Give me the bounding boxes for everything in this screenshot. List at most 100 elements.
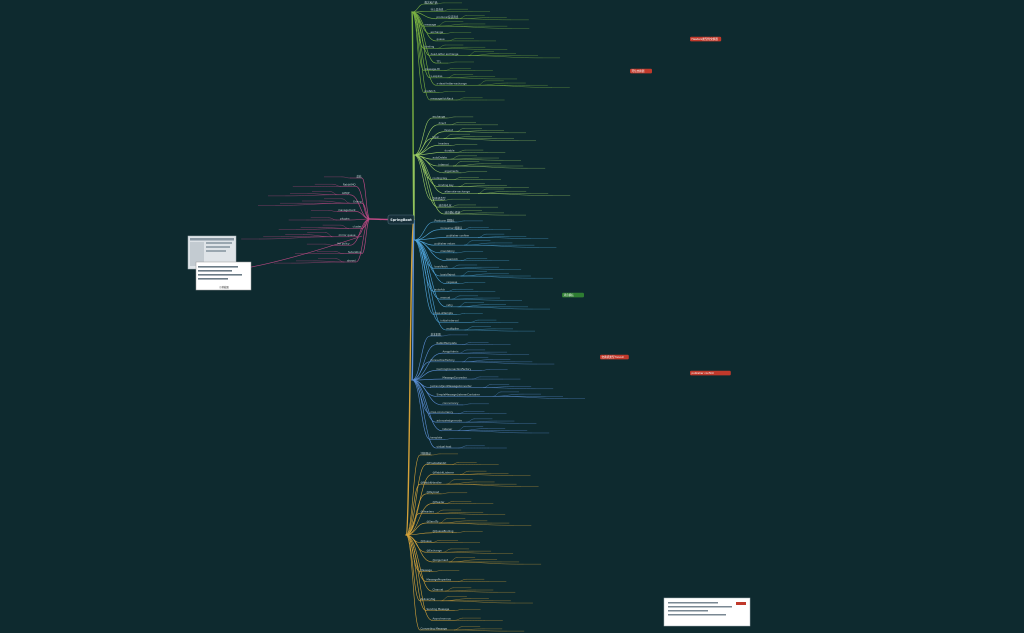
node-label[interactable]: plugins bbox=[340, 216, 350, 220]
node-label[interactable]: @RabbitHandler bbox=[421, 480, 443, 484]
node-label[interactable]: 交换机类型 bbox=[433, 197, 446, 201]
node-label[interactable]: Sending Message bbox=[427, 607, 450, 611]
connector-line bbox=[334, 251, 344, 254]
node-label[interactable]: mirror queue bbox=[339, 233, 356, 237]
node-label[interactable]: @SendTo bbox=[427, 519, 439, 523]
node-label[interactable]: management bbox=[338, 208, 355, 212]
node-label[interactable]: requeue bbox=[447, 281, 458, 284]
embedded-thumbnail[interactable]: 示例截图 bbox=[187, 235, 252, 291]
node-label[interactable]: @Payload bbox=[427, 490, 440, 494]
node-label[interactable]: topic bbox=[433, 135, 440, 139]
node-label[interactable]: @QueueBinding bbox=[433, 529, 454, 533]
node-label[interactable]: Channel bbox=[433, 587, 444, 591]
node-label[interactable]: HA policy bbox=[337, 242, 350, 246]
node-label[interactable]: SimpleMessageListenerContainer bbox=[437, 393, 481, 397]
node-label[interactable]: listener bbox=[443, 427, 454, 431]
node-label[interactable]: 消息确认机制 bbox=[445, 210, 461, 214]
node-label[interactable]: initial-interval bbox=[441, 319, 459, 323]
node-label[interactable]: alternate-exchange bbox=[445, 190, 471, 194]
highlight-chip[interactable]: Headers类型的交换器 bbox=[690, 36, 722, 42]
node-label[interactable]: @Headers bbox=[421, 510, 435, 514]
node-label[interactable]: publisher return bbox=[435, 241, 456, 245]
node-label[interactable]: @Queue bbox=[421, 539, 433, 543]
node-label[interactable]: 消息持久化 bbox=[439, 203, 452, 207]
node-label[interactable]: federation bbox=[348, 250, 362, 254]
node-label[interactable]: MessageConverter bbox=[443, 375, 468, 379]
node-label[interactable]: max-attempts bbox=[435, 311, 454, 315]
node-label[interactable]: virtual-host bbox=[437, 444, 452, 448]
node-label[interactable]: basicAck bbox=[447, 257, 459, 261]
node-label[interactable]: 注解驱动 bbox=[421, 451, 432, 455]
node-label[interactable]: x-expires bbox=[431, 74, 444, 78]
node-label[interactable]: cluster bbox=[353, 225, 363, 229]
node-label[interactable]: multiplier bbox=[447, 326, 460, 330]
node-label[interactable]: RabbitTemplate bbox=[437, 341, 458, 345]
node-label[interactable]: basicReject bbox=[441, 272, 456, 276]
node-label[interactable]: mandatory bbox=[441, 249, 456, 253]
node-label[interactable]: durable bbox=[445, 149, 455, 153]
node-label[interactable]: @Exchange bbox=[427, 549, 443, 553]
highlight-chip[interactable]: 交换机类型 fanout bbox=[600, 354, 629, 360]
node-label[interactable]: exchange bbox=[431, 30, 444, 34]
node-label[interactable]: @Header bbox=[433, 500, 446, 504]
node-label[interactable]: basicNack bbox=[435, 265, 449, 269]
connector-line bbox=[413, 151, 445, 156]
node-label[interactable]: RabbitMQ bbox=[343, 183, 356, 187]
node-label[interactable]: Producer 端确认 bbox=[435, 218, 456, 222]
node-label[interactable]: prefetch bbox=[425, 89, 436, 93]
node-label[interactable]: max-concurrency bbox=[431, 411, 454, 414]
node-label[interactable]: Jackson2JsonMessageConverter bbox=[430, 384, 473, 388]
root-node[interactable]: SpringBoot bbox=[387, 214, 415, 225]
node-label[interactable]: queue bbox=[437, 38, 446, 41]
highlight-chip[interactable]: 消息确认 bbox=[562, 292, 584, 298]
node-label[interactable]: routing key bbox=[433, 176, 448, 180]
node-label[interactable]: Asynchronous bbox=[433, 617, 452, 621]
node-label[interactable]: direct bbox=[439, 121, 446, 125]
node-label[interactable]: Consumer 端确认 bbox=[441, 226, 463, 230]
node-label[interactable]: 总结 bbox=[356, 174, 362, 178]
node-label[interactable]: CachingConnectionFactory bbox=[437, 367, 472, 371]
node-label[interactable]: publisher confirm bbox=[447, 234, 470, 238]
node-label[interactable]: binding key bbox=[439, 183, 454, 187]
node-label[interactable]: x-dead-letter-exchange bbox=[437, 82, 468, 86]
node-label[interactable]: fanout bbox=[445, 128, 453, 132]
node-label[interactable]: autoAck bbox=[435, 288, 446, 292]
node-label[interactable]: Message bbox=[421, 568, 433, 572]
node-label[interactable]: retry bbox=[447, 303, 454, 307]
node-label[interactable]: producer投递消息 bbox=[437, 15, 459, 19]
node-label[interactable]: message-ttl bbox=[425, 67, 441, 71]
node-label[interactable]: acknowledge-mode bbox=[437, 418, 463, 422]
node-label[interactable]: 基本配置 bbox=[431, 332, 442, 336]
node-label[interactable]: AMQP bbox=[342, 191, 350, 195]
node-label[interactable]: exchange bbox=[433, 114, 446, 118]
highlight-chip[interactable]: publisher confirm bbox=[690, 370, 731, 376]
connector-line bbox=[454, 609, 463, 611]
node-label[interactable]: Erlang bbox=[353, 200, 362, 204]
node-label[interactable]: internal bbox=[439, 162, 449, 166]
node-label[interactable]: AmqpAdmin bbox=[443, 350, 459, 354]
node-label[interactable]: @RabbitListener bbox=[433, 471, 455, 475]
node-label[interactable]: deliveryTag bbox=[421, 597, 436, 601]
node-label[interactable]: manual bbox=[441, 295, 451, 299]
node-label[interactable]: MessageProperties bbox=[427, 578, 452, 582]
embedded-code-thumbnail[interactable] bbox=[663, 597, 751, 627]
node-label[interactable]: ConnectionFactory bbox=[431, 358, 456, 362]
node-label[interactable]: TTL bbox=[437, 59, 442, 63]
node-label[interactable]: @EnableRabbit bbox=[427, 461, 447, 465]
node-label[interactable]: shovel bbox=[347, 258, 356, 262]
node-label[interactable]: Converting Message bbox=[421, 626, 448, 630]
node-label[interactable]: dead-letter exchange bbox=[431, 52, 459, 56]
node-label[interactable]: autoDelete bbox=[433, 155, 448, 159]
node-label[interactable]: @Argument bbox=[433, 558, 448, 562]
highlight-chip[interactable]: 死信交换器 bbox=[630, 68, 652, 74]
node-label[interactable]: 什么是消息 bbox=[431, 8, 444, 12]
node-label[interactable]: headers bbox=[439, 142, 450, 146]
node-label[interactable]: messageAckNack bbox=[431, 96, 454, 100]
connector-line bbox=[453, 163, 484, 167]
node-label[interactable]: message bbox=[425, 23, 437, 26]
node-label[interactable]: template bbox=[431, 436, 443, 440]
node-label[interactable]: binding bbox=[425, 45, 435, 49]
node-label[interactable]: 概念和产品 bbox=[425, 0, 438, 4]
node-label[interactable]: arguments bbox=[445, 169, 460, 173]
node-label[interactable]: concurrency bbox=[443, 402, 459, 405]
